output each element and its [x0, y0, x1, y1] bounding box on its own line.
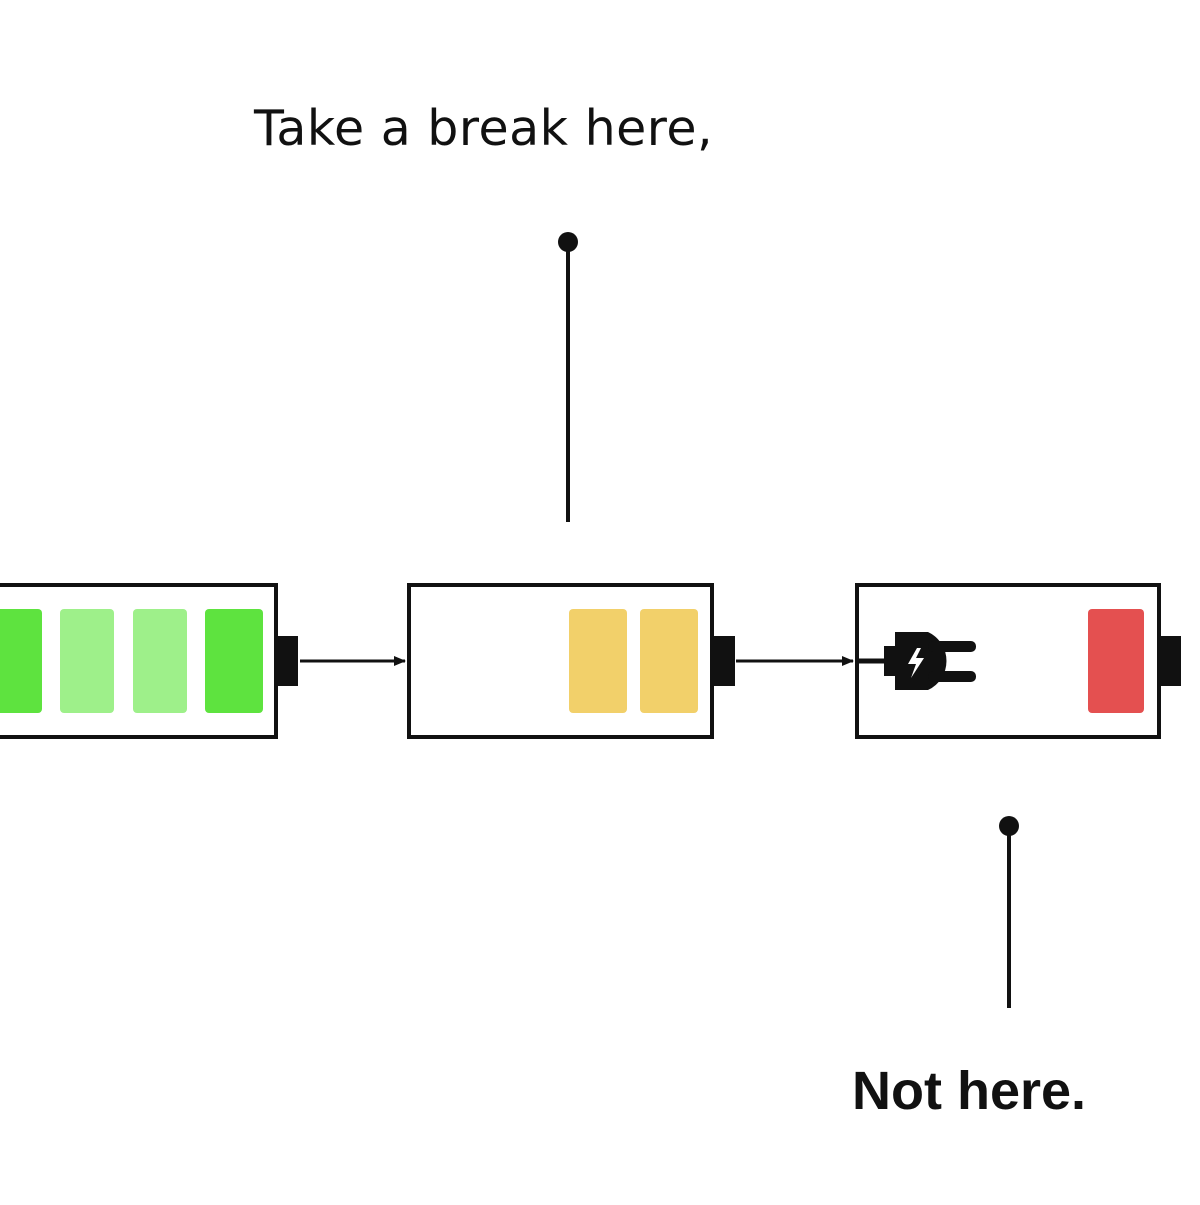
battery-half: [407, 583, 735, 739]
battery-empty-terminal: [1159, 636, 1181, 686]
pointer-bottom: [999, 816, 1019, 1008]
battery-half-bar-1: [569, 609, 627, 713]
battery-half-bar-2: [640, 609, 698, 713]
battery-half-terminal: [712, 636, 735, 686]
battery-full: [0, 583, 298, 739]
battery-full-bar-1: [0, 609, 42, 713]
battery-full-bar-2: [60, 609, 114, 713]
caption-not-here: Not here.: [852, 1061, 1087, 1121]
battery-full-terminal: [276, 636, 298, 686]
battery-empty: [855, 583, 1181, 739]
caption-take-a-break: Take a break here,: [254, 100, 714, 157]
battery-full-bar-3: [133, 609, 187, 713]
pointer-top: [558, 232, 578, 522]
battery-empty-bar-1: [1088, 609, 1144, 713]
plug-icon: [857, 632, 976, 690]
battery-full-bar-4: [205, 609, 263, 713]
